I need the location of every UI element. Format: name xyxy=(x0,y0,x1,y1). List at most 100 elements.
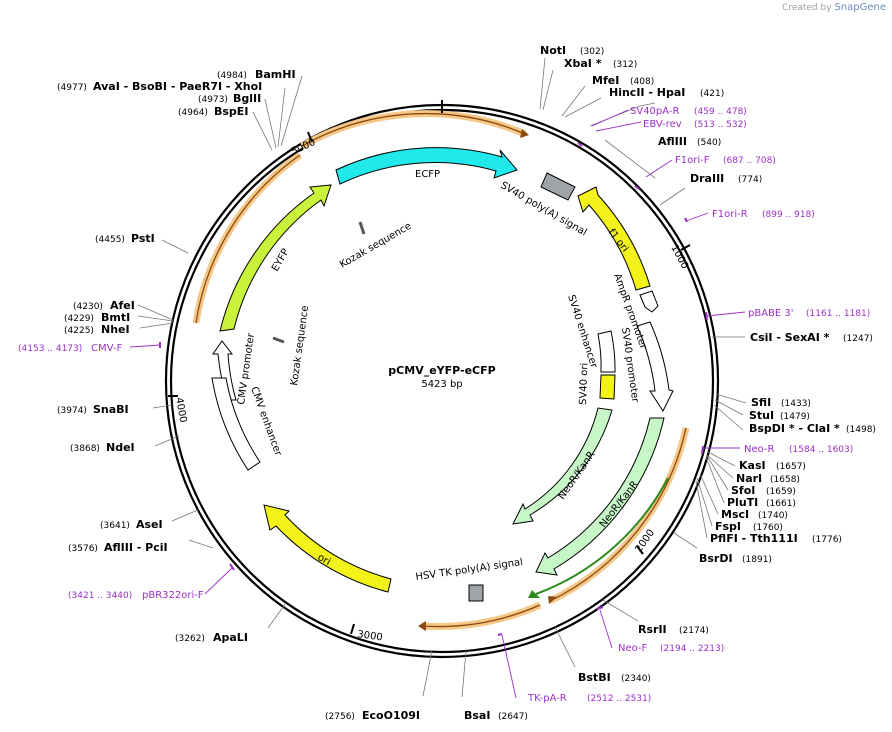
enzyme-label: AflIII - PciI xyxy=(104,541,168,554)
orange-arc-top-line xyxy=(301,112,526,147)
enzyme-label: StuI xyxy=(749,409,774,422)
enzyme-pos: (3868) xyxy=(70,444,100,454)
green-arc xyxy=(535,477,669,595)
primer-label: CMV-F xyxy=(91,343,122,354)
enzyme-pos: (2174) xyxy=(679,626,709,636)
sv40-ori-box xyxy=(599,374,616,400)
enzyme-pos: (1657) xyxy=(776,462,806,472)
enzyme-label: NotI xyxy=(540,44,566,57)
primer-marks xyxy=(159,142,708,636)
eyfp-arrow xyxy=(219,184,332,332)
enzyme-label: DraIII xyxy=(690,172,724,185)
enzyme-label: AflIII xyxy=(658,135,687,148)
f1-ori-arrow xyxy=(577,186,651,291)
enzyme-label: EcoO109I xyxy=(362,709,420,722)
enzyme-label: KasI xyxy=(739,459,766,472)
enzyme-pos: (4230) xyxy=(73,302,103,312)
enzyme-pos: (1776) xyxy=(812,535,842,545)
tick-label-3000: 3000 xyxy=(357,629,384,643)
enzyme-label: BsrDI xyxy=(699,552,733,565)
enzyme-pos: (4973) xyxy=(198,95,228,105)
enzyme-pos: (774) xyxy=(738,175,762,185)
label-kozak-2: Kozak sequence xyxy=(289,305,311,386)
enzyme-label: FspI xyxy=(715,520,741,533)
enzyme-label: PflFI - Tth111I xyxy=(710,532,798,545)
enzyme-pos: (3576) xyxy=(68,544,98,554)
enzyme-pos: (1498) xyxy=(846,425,876,435)
enzyme-leaders xyxy=(137,57,747,698)
enzyme-pos: (2647) xyxy=(498,712,528,722)
enzyme-label: SnaBI xyxy=(93,403,129,416)
primer-pos: (687 .. 708) xyxy=(723,156,776,166)
cmv-enhancer-box xyxy=(211,377,261,471)
enzyme-pos: (1247) xyxy=(843,334,873,344)
ori-arrow xyxy=(263,504,392,593)
enzyme-pos: (4455) xyxy=(95,235,125,245)
orange-arc-bottom-line xyxy=(421,604,541,628)
label-sv40-enhancer: SV40 enhancer xyxy=(565,294,599,371)
primer-label: pBR322ori-F xyxy=(142,590,204,601)
enzyme-label: AvaI - BsoBI - PaeR7I - XhoI xyxy=(93,80,262,93)
enzyme-pos: (1760) xyxy=(753,523,783,533)
enzyme-label: BsaI xyxy=(464,709,490,722)
tick-4000: 4000 xyxy=(168,395,188,424)
enzyme-label: BspEI xyxy=(214,105,248,118)
enzyme-label: AseI xyxy=(136,518,163,531)
enzyme-pos: (540) xyxy=(697,138,721,148)
primer-pos: (2194 .. 2213) xyxy=(660,644,724,654)
neor-outer-arrow xyxy=(535,417,665,576)
primer-pos: (4153 .. 4173) xyxy=(18,344,82,354)
enzyme-pos: (1891) xyxy=(742,555,772,565)
primer-label: TK-pA-R xyxy=(527,693,567,704)
enzyme-pos: (3262) xyxy=(175,634,205,644)
sv40-polya-box xyxy=(540,172,576,201)
enzyme-pos: (3974) xyxy=(57,406,87,416)
enzyme-pos: (302) xyxy=(580,47,604,57)
primer-label: Neo-R xyxy=(744,444,775,455)
enzyme-label: ApaLI xyxy=(213,631,248,644)
enzyme-label: PluTI xyxy=(727,496,758,509)
enzyme-pos: (2756) xyxy=(325,712,355,722)
label-cmv-enhancer: CMV enhancer xyxy=(248,385,284,458)
credit-prefix: Created by xyxy=(782,3,832,13)
enzyme-labels: NotI (302) XbaI * (312) MfeI (408) HincI… xyxy=(57,44,876,722)
primer-pos: (459 .. 478) xyxy=(694,107,747,117)
tick-3000: 3000 xyxy=(350,623,384,644)
label-hsv-tk-polya: HSV TK poly(A) signal xyxy=(415,557,524,583)
enzyme-pos: (1659) xyxy=(766,487,796,497)
neor-inner-arrow xyxy=(512,407,613,525)
kozak-mark-2 xyxy=(272,336,285,344)
tick-label-4000: 4000 xyxy=(173,397,188,424)
enzyme-pos: (4977) xyxy=(57,83,87,93)
enzyme-label: AfeI xyxy=(110,299,135,312)
enzyme-label: MscI xyxy=(721,508,749,521)
enzyme-label: CsiI - SexAI * xyxy=(750,331,830,344)
enzyme-label: BspDI * - ClaI * xyxy=(749,422,840,435)
sv40-enhancer-box xyxy=(597,330,616,373)
enzyme-pos: (2340) xyxy=(621,674,651,684)
primer-label: pBABE 3' xyxy=(748,308,794,319)
tick-label-5000: 5000 xyxy=(290,137,318,158)
enzyme-label: BglII xyxy=(233,92,261,105)
tick-1000: 1000 xyxy=(668,243,691,271)
primer-label: F1ori-R xyxy=(712,209,748,220)
hsv-tk-polya-box xyxy=(468,584,484,602)
primer-pos: (1161 .. 1181) xyxy=(806,309,870,319)
enzyme-pos: (421) xyxy=(700,89,724,99)
snapgene-logo: SnapGene xyxy=(834,2,886,13)
enzyme-pos: (312) xyxy=(613,60,637,70)
enzyme-pos: (1479) xyxy=(780,412,810,422)
primer-labels: SV40pA-R (459 .. 478) EBV-rev (513 .. 53… xyxy=(18,106,870,704)
primer-pos: (513 .. 532) xyxy=(694,120,747,130)
enzyme-pos: (1740) xyxy=(758,511,788,521)
green-arrowhead xyxy=(528,590,540,598)
enzyme-label: SfoI xyxy=(731,484,755,497)
ampr-promoter-arrow xyxy=(639,290,659,313)
primer-label: Neo-F xyxy=(618,643,648,654)
enzyme-label: NarI xyxy=(736,472,762,485)
primer-pos: (899 .. 918) xyxy=(762,210,815,220)
kozak-mark-1 xyxy=(358,221,366,235)
enzyme-pos: (4229) xyxy=(64,314,94,324)
enzyme-label: RsrII xyxy=(638,623,667,636)
